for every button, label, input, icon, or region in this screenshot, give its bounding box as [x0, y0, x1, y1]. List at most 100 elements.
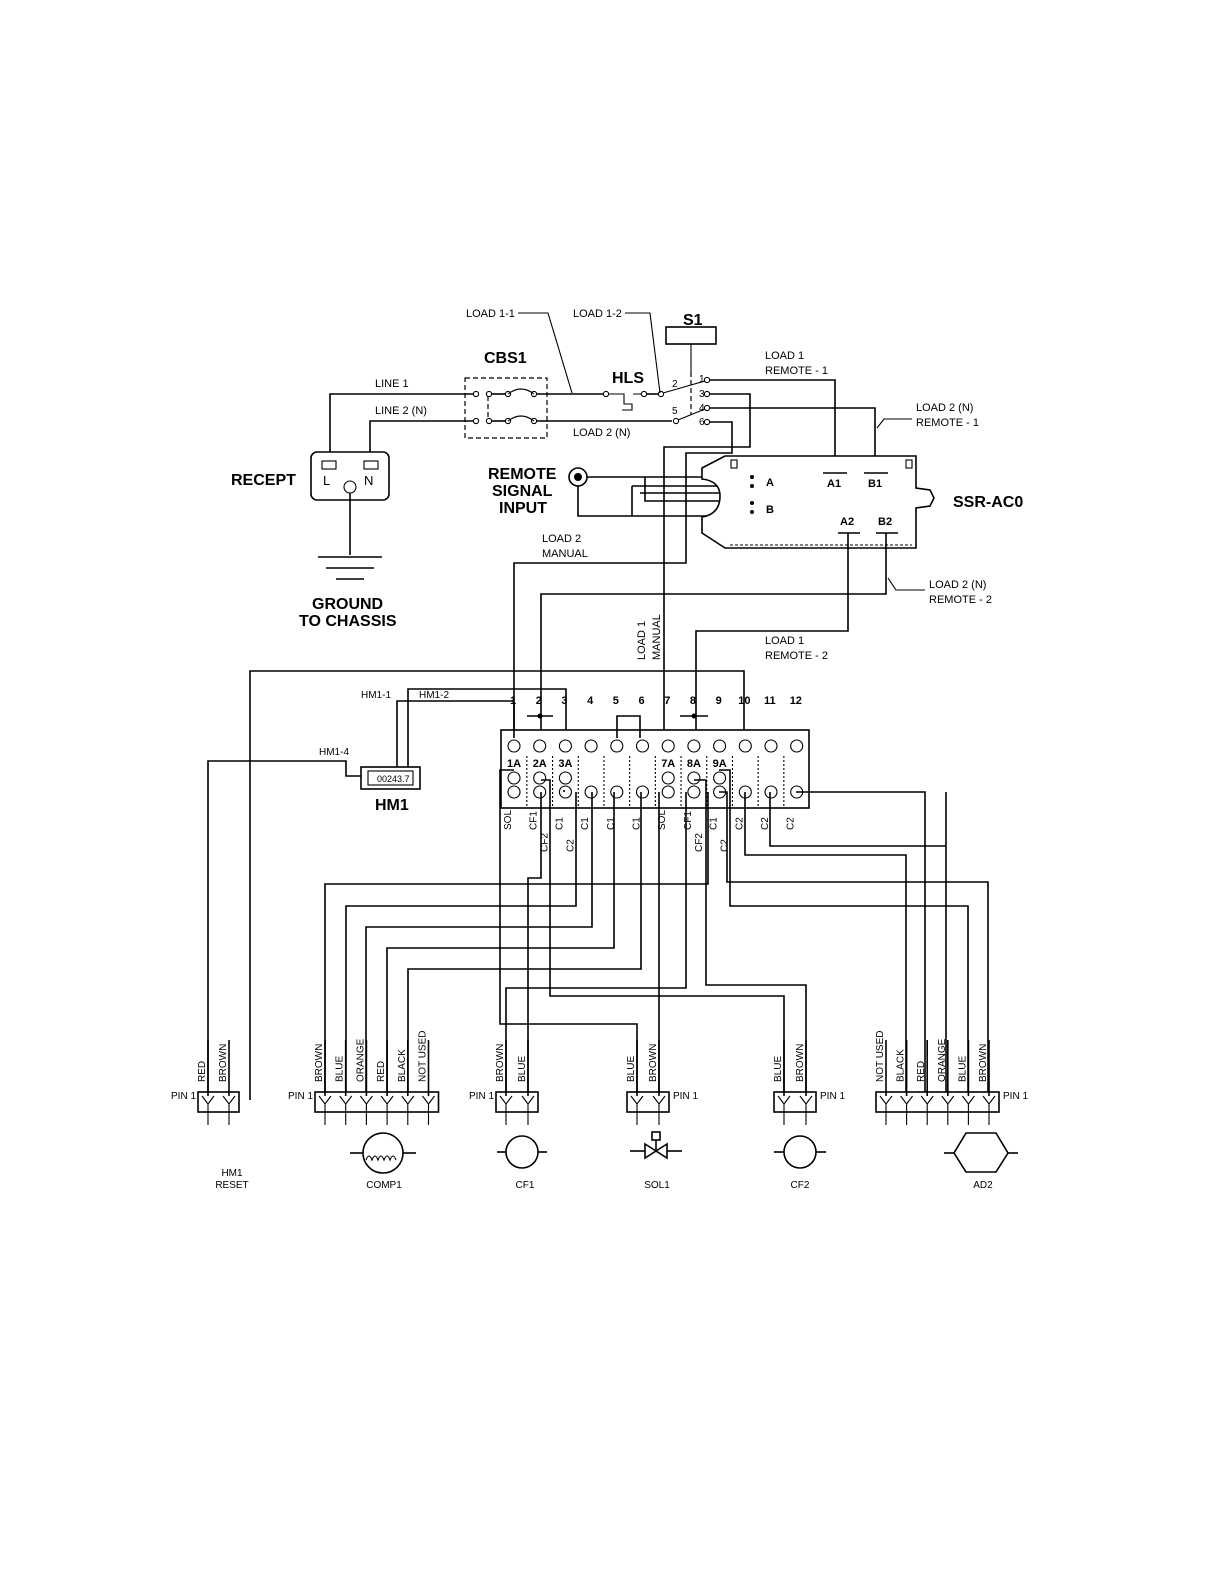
connector-pin-1-label: PIN 1: [288, 1091, 313, 1102]
remote-title-2: SIGNAL: [492, 483, 553, 500]
wire-cf1-blue: [527, 792, 542, 1100]
label-hm1-2: HM1-2: [419, 690, 449, 701]
terminal-wire-label-2: C2: [565, 839, 576, 852]
terminal-screw-bottom-6: [635, 785, 650, 799]
ssr-title: SSR-AC0: [953, 494, 1023, 511]
connector-pin-1-label: PIN 1: [171, 1091, 196, 1102]
terminal-wire-label-2: C2: [720, 839, 731, 852]
wire-line-1: [329, 393, 473, 458]
label-hm1-1: HM1-1: [361, 690, 391, 701]
terminal-screw-bottom-2: [533, 785, 547, 799]
wire-load2-manual: [513, 421, 733, 738]
label-load2-manual-a: LOAD 2: [542, 533, 581, 545]
connector-wire-color: RED: [376, 1061, 387, 1082]
ssr-input-b: B: [766, 504, 774, 516]
terminal-number-10: 10: [738, 695, 750, 707]
terminal-mid-label-9A: 9A: [713, 758, 727, 770]
terminal-wire-label: C1: [709, 817, 720, 830]
hm1-body: [360, 766, 421, 790]
cbs1-breaker: [464, 377, 548, 439]
wire-comp1-black: [407, 792, 642, 1100]
terminal-wire-label: C1: [632, 817, 643, 830]
terminal-wire-label: SOL: [657, 810, 668, 830]
connector-housing: [773, 1091, 817, 1113]
connector-pin: [982, 1095, 996, 1125]
cbs1-title: CBS1: [484, 350, 527, 367]
terminal-wire-label: CF1: [529, 811, 540, 830]
s1-terminal-2: 2: [672, 379, 678, 390]
component-name: CF1: [516, 1180, 535, 1191]
label-hm1-4: HM1-4: [319, 747, 349, 758]
connector-wire-color: BROWN: [314, 1044, 325, 1082]
connector-pin: [359, 1095, 373, 1125]
terminal-number-12: 12: [790, 695, 802, 707]
connector-wire-color: NOT USED: [875, 1031, 886, 1083]
terminal-mid-label-3A: 3A: [558, 758, 572, 770]
label-load2-manual-b: MANUAL: [542, 548, 588, 560]
s1-terminal-4: 4: [699, 403, 705, 414]
terminal-number-6: 6: [639, 695, 645, 707]
connector-wire-color: RED: [197, 1061, 208, 1082]
receptacle: RECEPT L N GROUND TO CHASSIS: [231, 451, 397, 630]
s1-terminal-5: 5: [672, 406, 678, 417]
connector-pin: [920, 1095, 934, 1125]
terminal-block: 1SOL2CF13C14C15C16C17SOL8CF19C110C211C21…: [500, 695, 810, 852]
connector-pin: [652, 1095, 666, 1125]
terminal-wire-label-2: CF2: [540, 833, 551, 852]
s1-terminal-3: 3: [699, 389, 705, 400]
wire-ad2-red: [796, 791, 926, 1100]
terminal-screw-mid-3A: [558, 771, 572, 785]
terminal-screw-bottom-5: [610, 785, 624, 799]
component-name: CF2: [791, 1180, 810, 1191]
component-name-line-1: HM1: [221, 1168, 243, 1179]
connector-pin: [900, 1095, 914, 1125]
wire-hm1-reset-red: [207, 760, 361, 1100]
connector-wire-color: BROWN: [978, 1044, 989, 1082]
wire-load2n-remote1: [710, 407, 876, 471]
wire-load2n-remote2: [540, 533, 887, 738]
connector-pin: [201, 1095, 215, 1125]
connector-pin: [380, 1095, 394, 1125]
connector-wire-color: BLUE: [517, 1056, 528, 1082]
recept-pin-l: L: [323, 473, 330, 488]
connector-wire-color: BLACK: [397, 1049, 408, 1082]
connector-wire-color: BLUE: [773, 1056, 784, 1082]
terminal-screw-mid-2A: [533, 771, 547, 785]
label-load2n-remote2-b: REMOTE - 2: [929, 594, 992, 606]
s1-output-wires: LOAD 1 REMOTE - 1 LOAD 2 (N) REMOTE - 1: [513, 350, 979, 738]
terminal-screw-mid-7A: [661, 771, 675, 785]
connector-housing: [626, 1091, 670, 1113]
connector-wire-color: ORANGE: [937, 1038, 948, 1082]
ad2-damper-icon: [953, 1132, 1009, 1173]
terminal-screw-bottom-7: [661, 785, 675, 799]
terminal-mid-label-1A: 1A: [507, 758, 521, 770]
connector-wire-color: BROWN: [218, 1044, 229, 1082]
harness-wires: [324, 769, 989, 1100]
terminal-wire-label: SOL: [503, 810, 514, 830]
recept-title: RECEPT: [231, 472, 296, 489]
ssr-b1: B1: [868, 478, 882, 490]
component-name: COMP1: [366, 1180, 402, 1191]
terminal-mid-label-7A: 7A: [661, 758, 675, 770]
connector-housing: [875, 1091, 1000, 1113]
ssr-a2: A2: [840, 516, 854, 528]
label-load1-remote1-b: REMOTE - 1: [765, 365, 828, 377]
terminal-screw-mid-1A: [507, 771, 521, 785]
terminal-screw-top-2: [533, 739, 547, 753]
wire-comp1-orange: [365, 792, 593, 1100]
terminal-jumpers: [513, 701, 708, 738]
connector-housing: [495, 1091, 539, 1113]
wire-comp1-brown: [324, 792, 709, 1100]
hls-title: HLS: [612, 370, 644, 387]
hour-meter: HM1-1 HM1-2 HM1-4 00243.7 HM1: [207, 670, 745, 1100]
label-load-1-2: LOAD 1-2: [573, 308, 622, 320]
connector-pin: [499, 1095, 513, 1125]
s1-switch-body: [665, 326, 717, 345]
connector-pin-1-label: PIN 1: [820, 1091, 845, 1102]
wire-line-2: [369, 420, 473, 458]
